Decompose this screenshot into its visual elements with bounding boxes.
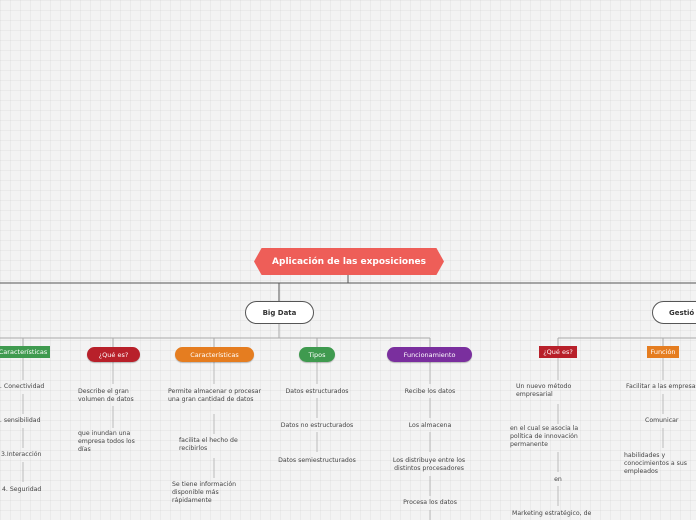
list-item[interactable]: que inundan una empresa todos los días [78, 430, 135, 453]
list-item[interactable]: Los distribuye entre los distintos proce… [392, 457, 466, 472]
list-item[interactable]: habilidades y conocimientos a sus emplea… [624, 452, 688, 475]
caracteristicas-node[interactable]: Características [175, 347, 254, 362]
big-data-label: Big Data [262, 308, 297, 317]
list-item[interactable]: Un nuevo método empresarial [516, 383, 572, 398]
list-item[interactable]: Datos no estructurados [280, 422, 354, 429]
list-item[interactable]: 4. Seguridad [2, 486, 42, 493]
list-item[interactable]: en el cual se asocia la política de inno… [510, 425, 579, 448]
tipos-node[interactable]: Tipos [299, 347, 335, 362]
list-item[interactable]: facilita el hecho de recibirlos [179, 437, 238, 452]
funcion-node[interactable]: Función [647, 346, 679, 358]
gestion-node[interactable]: Gestió [652, 301, 696, 324]
funcion-label: Función [650, 348, 676, 356]
list-item[interactable]: Los almacena [408, 422, 452, 429]
caracteristicas-label: Características [190, 350, 239, 359]
list-item[interactable]: 2. sensibilidad [0, 417, 41, 424]
list-item[interactable]: Datos semiestructurados [278, 457, 356, 464]
list-item[interactable]: 3.Interacción [1, 451, 42, 458]
list-item[interactable]: Datos estructurados [285, 388, 349, 395]
list-item[interactable]: Permite almacenar o procesar una gran ca… [168, 388, 262, 403]
funcionamiento-label: Funcionamiento [403, 350, 456, 359]
caracteristicas-left-node[interactable]: Características [0, 346, 50, 358]
que-es-node[interactable]: ¿Qué es? [87, 347, 140, 362]
list-item[interactable]: en [554, 476, 562, 483]
root-title: Aplicación de las exposiciones [272, 256, 426, 267]
list-item[interactable]: Describe el gran volumen de datos [78, 388, 134, 403]
list-item[interactable]: Comunicar [645, 417, 679, 424]
list-item[interactable]: Recibe los datos [404, 388, 456, 395]
root-topic[interactable]: Aplicación de las exposiciones [254, 248, 444, 275]
list-item[interactable]: Procesa los datos [403, 499, 457, 506]
gestion-que-es-node[interactable]: ¿Qué es? [539, 346, 577, 358]
que-es-label: ¿Qué es? [98, 350, 129, 359]
gestion-que-es-label: ¿Qué es? [543, 348, 573, 356]
big-data-node[interactable]: Big Data [245, 301, 314, 324]
list-item[interactable]: Marketing estratégico, de [512, 510, 592, 517]
funcionamiento-node[interactable]: Funcionamiento [387, 347, 472, 362]
list-item[interactable]: Se tiene información disponible más rápi… [172, 481, 237, 504]
list-item[interactable]: 1. Conectividad [0, 383, 45, 390]
tipos-label: Tipos [308, 350, 326, 359]
list-item[interactable]: Facilitar a las empresas [626, 383, 696, 390]
gestion-label: Gestió [669, 308, 695, 317]
caracteristicas-left-label: Características [0, 348, 48, 356]
